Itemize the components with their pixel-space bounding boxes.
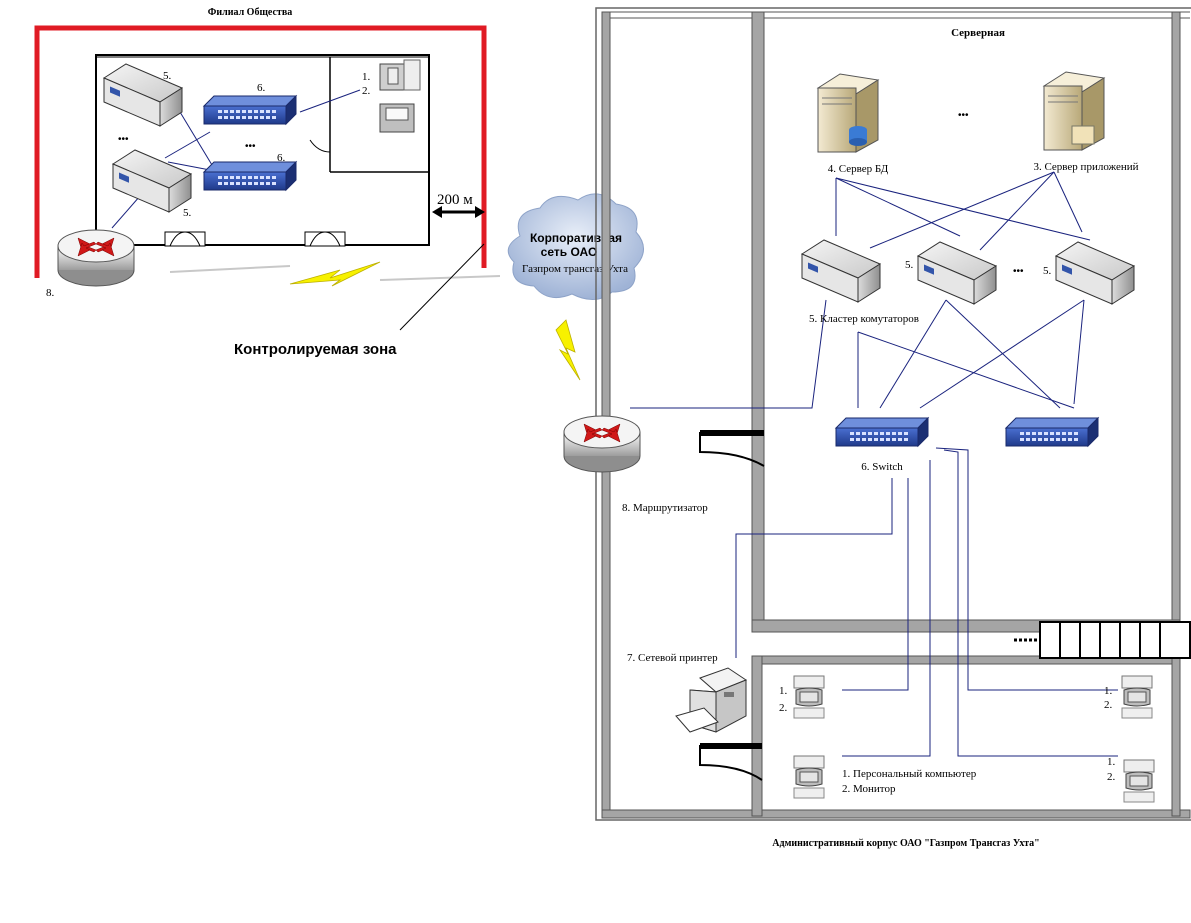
branch-router (57, 229, 135, 287)
cluster-ellipsis: ••• (1013, 266, 1024, 277)
ws-tr-num2: 2. (1104, 699, 1113, 711)
cluster-switch-1 (801, 239, 881, 303)
monitor-legend: 2. Монитор (842, 783, 896, 795)
ws-br-num1: 1. (1107, 756, 1116, 768)
branch-blue-switch-top (203, 95, 297, 125)
workstation-top-right (1121, 675, 1153, 719)
ws-tl-num2: 2. (779, 702, 788, 714)
ws-br-num2: 2. (1107, 771, 1116, 783)
controlled-zone-boundary (34, 25, 487, 278)
cluster-label: 5. Кластер комутаторов (809, 313, 919, 325)
branch-switch-top-label: 5. (163, 70, 172, 82)
cloud-line-2: сеть ОАО (541, 245, 598, 259)
branch-switch-bottom (112, 149, 192, 213)
network-printer (675, 667, 748, 733)
cloud-line-1: Корпоративная (530, 231, 622, 245)
main-router-label: 8. Маршрутизатор (622, 502, 708, 514)
branch-ellipsis-left: ••• (118, 134, 129, 145)
db-server (816, 73, 880, 153)
branch-blue-switch-top-label: 6. (257, 82, 266, 94)
cloud-line-3: Газпром трансгаз Ухта (522, 263, 628, 275)
branch-router-label: 8. (46, 287, 55, 299)
branch-workstation (379, 59, 421, 133)
main-switch-label: 6. Switch (861, 461, 903, 473)
workstation-bottom-right (1123, 759, 1155, 803)
branch-blue-switch-bottom (203, 161, 297, 191)
distance-label: 200 м (437, 192, 473, 208)
pc-legend: 1. Персональный компьютер (842, 768, 977, 780)
cluster-num-mid: 5. (905, 259, 914, 271)
branch-monitor-label: 2. (362, 85, 371, 97)
branch-pc-label: 1. (362, 71, 371, 83)
main-switch (835, 417, 929, 447)
zone-pointer-line (399, 243, 485, 331)
server-room-links (630, 171, 1118, 757)
main-router (563, 415, 641, 473)
wireless-link-bolt-vertical (555, 319, 581, 381)
ws-tr-num1: 1. (1104, 685, 1113, 697)
cluster-switch-3 (1055, 241, 1135, 305)
distance-arrow (432, 206, 485, 218)
main-building-caption: Административный корпус ОАО "Газпром Тра… (772, 838, 1039, 849)
main-building-walls (595, 7, 1191, 821)
ws-tl-num1: 1. (779, 685, 788, 697)
branch-switch-bottom-label: 5. (183, 207, 192, 219)
db-server-label: 4. Сервер БД (828, 163, 889, 175)
workstation-bottom-left (793, 755, 825, 799)
branch-building-walls (95, 54, 430, 247)
branch-blue-switch-bottom-label: 6. (277, 152, 286, 164)
branch-ellipsis-mid: ••• (245, 141, 256, 152)
controlled-zone-label: Контролируемая зона (234, 341, 397, 358)
server-ellipsis: ••• (958, 110, 969, 121)
cluster-switch-2 (917, 241, 997, 305)
wireless-link-bolt-left (169, 261, 501, 287)
printer-label: 7. Сетевой принтер (627, 652, 718, 664)
app-server (1042, 71, 1106, 151)
app-server-label: 3. Сервер приложений (1033, 161, 1138, 173)
server-room-title: Серверная (951, 27, 1005, 39)
branch-title: Филиал Общества (208, 7, 292, 18)
branch-links (111, 89, 361, 229)
workstation-top-left (793, 675, 825, 719)
cluster-num-right: 5. (1043, 265, 1052, 277)
secondary-switch (1005, 417, 1099, 447)
